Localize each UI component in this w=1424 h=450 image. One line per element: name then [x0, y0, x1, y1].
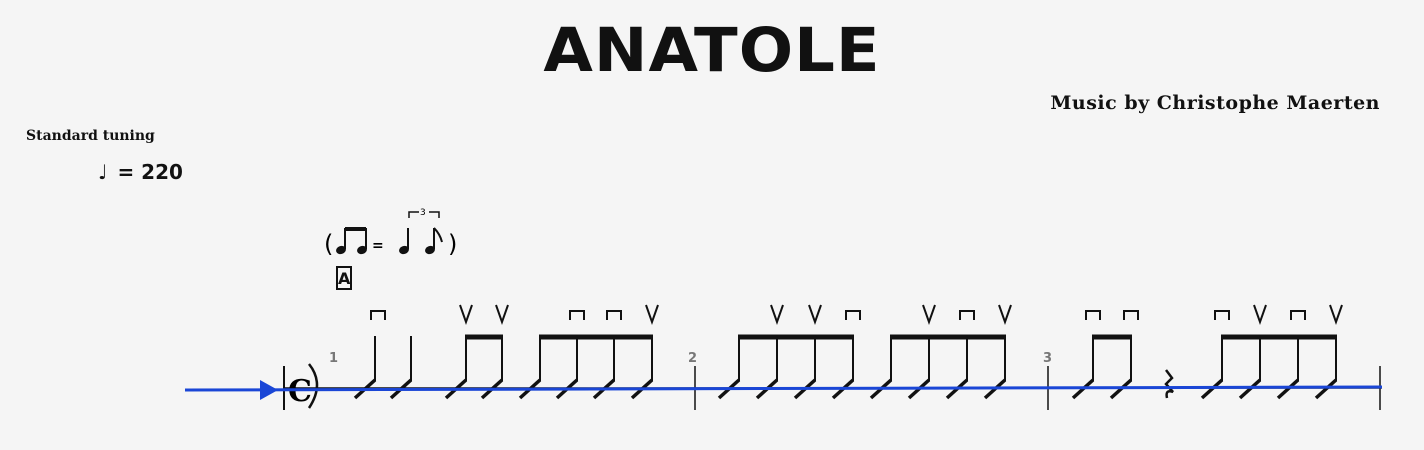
up-bow-icon	[808, 304, 822, 326]
up-bow-icon	[998, 304, 1012, 326]
swing-flag	[433, 227, 443, 243]
down-bow-icon	[959, 310, 975, 320]
swing-note-head	[357, 245, 367, 255]
playback-cursor-line	[184, 385, 1383, 392]
down-bow-icon	[845, 310, 861, 320]
score-title: ANATOLE	[543, 15, 881, 87]
up-bow-icon	[495, 304, 509, 326]
slash-notehead	[1238, 378, 1262, 400]
up-bow-icon	[645, 304, 659, 326]
quarter-rest	[1164, 369, 1174, 399]
paren-close: )	[448, 230, 457, 258]
measure-number: 2	[688, 351, 697, 366]
time-signature-bracket	[307, 363, 319, 409]
swing-equals: =	[372, 238, 384, 254]
tempo-marking: ♩ = 220	[98, 160, 183, 184]
triplet-number: 3	[420, 208, 426, 218]
composer-credit: Music by Christophe Maerten	[1050, 92, 1380, 114]
down-bow-icon	[370, 310, 386, 320]
slash-notehead	[1200, 378, 1224, 400]
triplet-bracket	[408, 211, 440, 218]
swing-note-head	[425, 245, 435, 255]
tuning-label: Standard tuning	[26, 128, 155, 144]
swing-note-head	[336, 245, 346, 255]
swing-marking: ( = 3 )	[324, 208, 457, 258]
down-bow-icon	[569, 310, 585, 320]
bowing-layer	[370, 304, 1343, 326]
down-bow-icon	[1290, 310, 1306, 320]
up-bow-icon	[1253, 304, 1267, 326]
tempo-value: = 220	[117, 160, 183, 184]
time-signature: C	[288, 374, 312, 409]
slash-notehead	[1276, 378, 1300, 400]
section-marker: A	[336, 266, 352, 290]
slash-notehead	[1314, 378, 1338, 400]
notes-layer	[353, 334, 1338, 400]
up-bow-icon	[770, 304, 784, 326]
measure-number: 3	[1043, 351, 1052, 366]
down-bow-icon	[606, 310, 622, 320]
up-bow-icon	[459, 304, 473, 326]
down-bow-icon	[1214, 310, 1230, 320]
playback-cursor-arrow	[260, 380, 278, 400]
quarter-note-icon: ♩	[98, 160, 108, 184]
swing-note-head	[399, 245, 409, 255]
up-bow-icon	[1329, 304, 1343, 326]
down-bow-icon	[1123, 310, 1139, 320]
measure-number: 1	[329, 351, 338, 366]
down-bow-icon	[1085, 310, 1101, 320]
paren-open: (	[324, 230, 333, 258]
up-bow-icon	[922, 304, 936, 326]
